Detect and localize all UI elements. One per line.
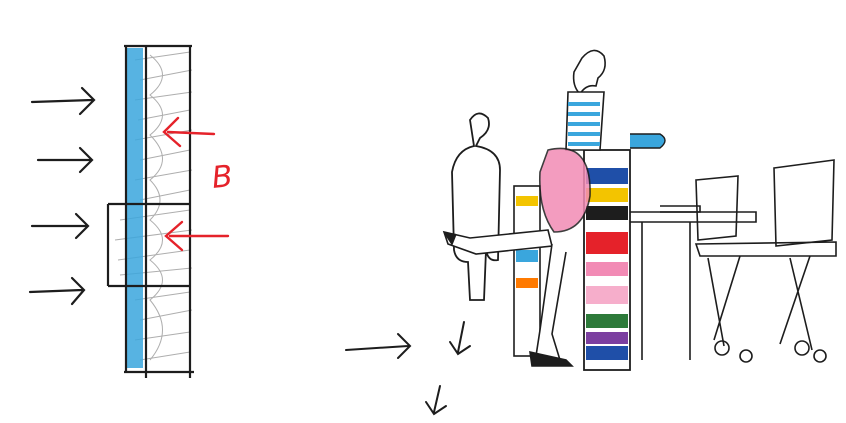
standing-figure-outline (452, 113, 500, 300)
desk-and-chairs (630, 160, 836, 362)
seated-woman (444, 50, 605, 366)
downward-arrows (346, 322, 470, 414)
